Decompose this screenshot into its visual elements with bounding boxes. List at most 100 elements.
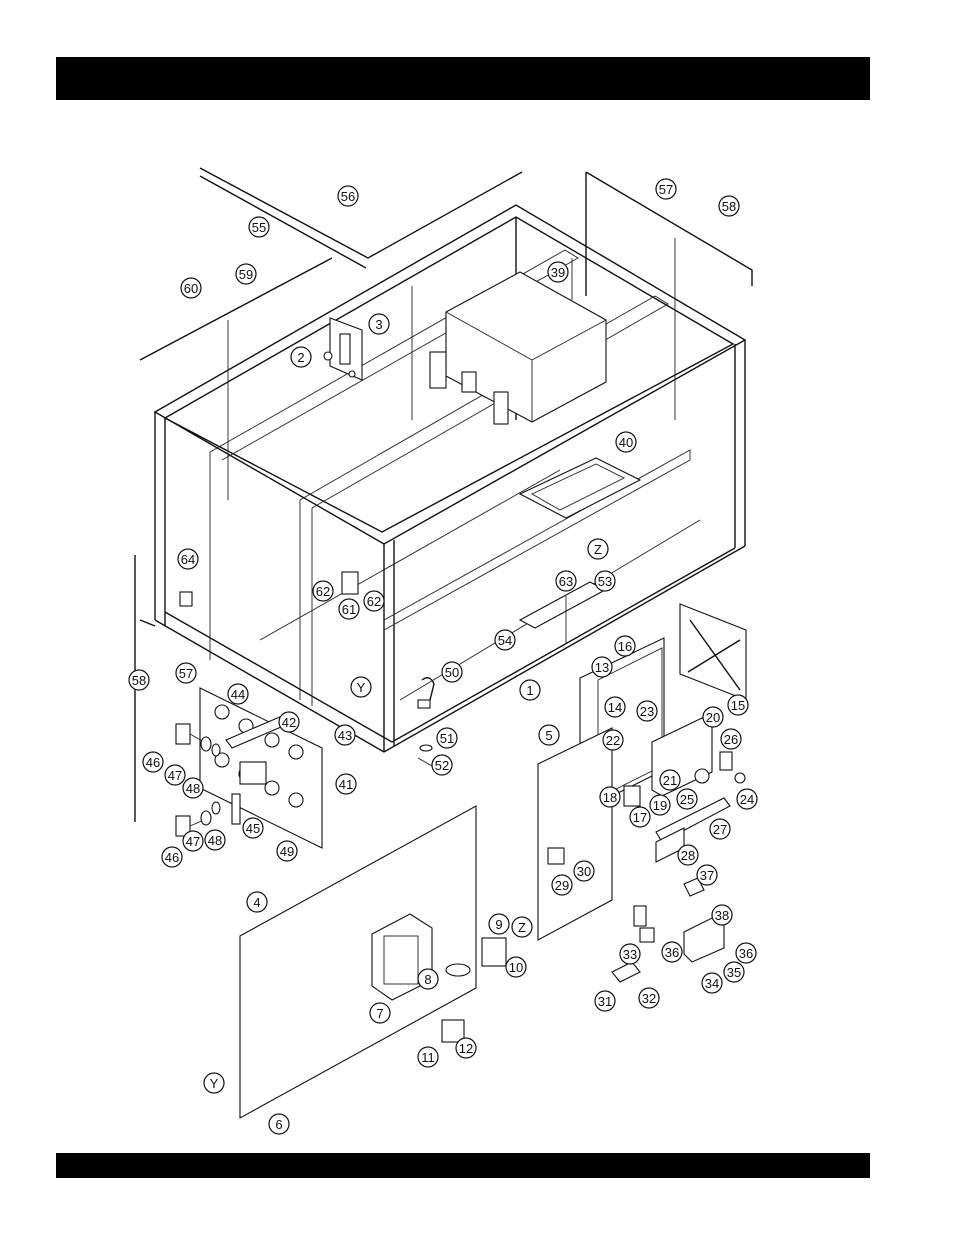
callout-50: 50: [442, 662, 462, 682]
callout-label: Z: [594, 542, 602, 557]
mounting-bracket: [324, 318, 362, 380]
callout-43: 43: [335, 725, 355, 745]
callout-16: 16: [615, 636, 635, 656]
callout-label: 64: [181, 552, 195, 567]
transformer-block: [430, 272, 606, 424]
callout-23: 23: [637, 701, 657, 721]
callout-18: 18: [600, 787, 620, 807]
callout-label: 42: [282, 715, 296, 730]
callout-38: 38: [712, 905, 732, 925]
callout-label: 20: [706, 710, 720, 725]
callout-label: 21: [663, 773, 677, 788]
callout-21: 21: [660, 770, 680, 790]
lifting-bolt: [418, 678, 434, 766]
callout-label: 43: [338, 728, 352, 743]
callout-22: 22: [603, 730, 623, 750]
callout-label: 3: [375, 317, 382, 332]
callout-label: 57: [179, 666, 193, 681]
callout-62: 62: [313, 581, 333, 601]
callout-52: 52: [432, 755, 452, 775]
callout-label: 35: [727, 965, 741, 980]
callout-20: 20: [703, 707, 723, 727]
callout-label: 6: [275, 1117, 282, 1132]
callout-7: 7: [370, 1003, 390, 1023]
callout-36: 36: [662, 942, 682, 962]
callout-31: 31: [595, 991, 615, 1011]
callout-label: 55: [252, 220, 266, 235]
callout-label: 44: [231, 687, 245, 702]
callout-Z: Z: [588, 539, 608, 559]
callout-46: 46: [162, 847, 182, 867]
callout-32: 32: [639, 988, 659, 1008]
callout-label: 22: [606, 733, 620, 748]
callout-35: 35: [724, 962, 744, 982]
callout-label: 33: [623, 947, 637, 962]
callout-8: 8: [418, 969, 438, 989]
callout-label: 48: [208, 833, 222, 848]
callout-label: 40: [619, 435, 633, 450]
callout-6: 6: [269, 1114, 289, 1134]
callout-5: 5: [539, 725, 559, 745]
callout-label: 46: [146, 755, 160, 770]
callout-26: 26: [721, 729, 741, 749]
callout-label: 17: [633, 810, 647, 825]
callout-30: 30: [574, 861, 594, 881]
callout-label: 53: [598, 574, 612, 589]
callout-57: 57: [176, 663, 196, 683]
callout-48: 48: [183, 778, 203, 798]
callout-60: 60: [181, 278, 201, 298]
callout-label: 39: [551, 265, 565, 280]
callout-40: 40: [616, 432, 636, 452]
callout-label: 47: [186, 834, 200, 849]
callout-label: 48: [186, 781, 200, 796]
callout-10: 10: [506, 957, 526, 977]
callout-label: 49: [280, 844, 294, 859]
callout-46: 46: [143, 752, 163, 772]
callout-49: 49: [277, 841, 297, 861]
callout-3: 3: [369, 314, 389, 334]
callout-label: 5: [545, 728, 552, 743]
callout-label: 24: [740, 792, 754, 807]
callout-42: 42: [279, 712, 299, 732]
control-panel: [538, 638, 664, 940]
callout-label: 13: [595, 660, 609, 675]
callout-label: 51: [440, 731, 454, 746]
callout-28: 28: [678, 845, 698, 865]
callout-45: 45: [243, 818, 263, 838]
callout-63: 63: [556, 571, 576, 591]
bottom-channel: [520, 582, 605, 644]
callout-58: 58: [129, 670, 149, 690]
callout-12: 12: [456, 1038, 476, 1058]
callout-19: 19: [650, 795, 670, 815]
callout-47: 47: [183, 831, 203, 851]
callout-label: Z: [518, 920, 526, 935]
callout-label: 16: [618, 639, 632, 654]
callout-label: 56: [341, 189, 355, 204]
callout-1: 1: [520, 680, 540, 700]
callout-label: 11: [421, 1050, 435, 1065]
callout-59: 59: [236, 264, 256, 284]
callout-56: 56: [338, 186, 358, 206]
callout-2: 2: [291, 347, 311, 367]
callout-label: 36: [665, 945, 679, 960]
callout-62: 62: [364, 591, 384, 611]
callout-label: 7: [376, 1006, 383, 1021]
callout-label: 41: [339, 777, 353, 792]
callout-label: 58: [722, 199, 736, 214]
callout-37: 37: [697, 865, 717, 885]
callout-11: 11: [418, 1047, 438, 1067]
callout-Y: Y: [351, 677, 371, 697]
callout-36: 36: [736, 943, 756, 963]
callout-label: 18: [603, 790, 617, 805]
callout-Z: Z: [512, 917, 532, 937]
callout-61: 61: [339, 599, 359, 619]
callout-label: 32: [642, 991, 656, 1006]
callout-label: 62: [316, 584, 330, 599]
callout-label: 23: [640, 704, 654, 719]
callout-label: 59: [239, 267, 253, 282]
callout-label: 47: [168, 768, 182, 783]
callout-47: 47: [165, 765, 185, 785]
callout-label: 31: [598, 994, 612, 1009]
callout-57: 57: [656, 179, 676, 199]
